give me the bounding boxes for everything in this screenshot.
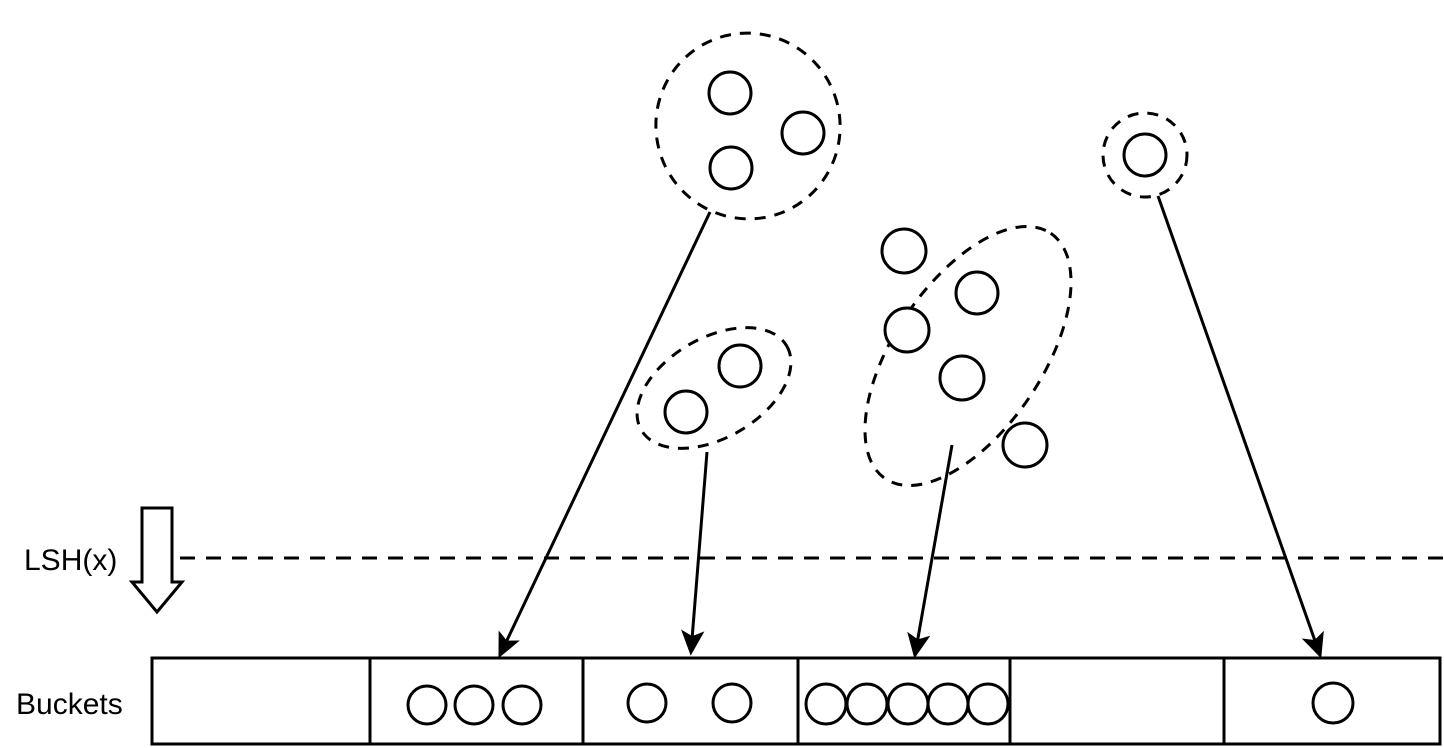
hash-line-layer bbox=[128, 506, 1444, 615]
data-point bbox=[707, 70, 753, 116]
data-point bbox=[954, 270, 1000, 316]
bucket-item bbox=[966, 682, 1010, 726]
bucket-6[interactable] bbox=[1311, 681, 1355, 725]
buckets-label: Buckets bbox=[16, 688, 123, 721]
bucket-item bbox=[406, 684, 448, 726]
down-block-arrow-icon bbox=[128, 506, 186, 615]
data-point bbox=[938, 354, 986, 402]
arrow-cluster3-to-bucket4 bbox=[907, 444, 954, 659]
bucket-item bbox=[845, 682, 889, 726]
small-middle-cluster-outline bbox=[635, 326, 793, 450]
arrow-cluster2-to-bucket3 bbox=[681, 451, 709, 656]
data-point bbox=[880, 227, 928, 275]
bucket-item bbox=[804, 682, 848, 726]
bucket-item bbox=[1311, 681, 1355, 725]
top-left-cluster-outline bbox=[654, 31, 842, 221]
bucket-4[interactable] bbox=[804, 682, 1010, 726]
data-point bbox=[1001, 421, 1049, 469]
data-point bbox=[883, 306, 931, 354]
mapping-arrows-layer bbox=[498, 195, 1324, 659]
bucket-item bbox=[453, 684, 495, 726]
data-point bbox=[1122, 132, 1168, 178]
bucket-item bbox=[501, 684, 543, 726]
large-right-cluster bbox=[863, 225, 1073, 487]
data-point bbox=[780, 110, 826, 156]
bucket-3[interactable] bbox=[626, 682, 753, 724]
lsh-function-label: LSH(x) bbox=[24, 544, 117, 577]
arrow-cluster4-to-bucket6 bbox=[1156, 195, 1324, 659]
bucket-item bbox=[626, 682, 668, 724]
data-point bbox=[717, 343, 763, 389]
top-left-cluster bbox=[654, 31, 842, 221]
data-point bbox=[708, 145, 754, 191]
data-point bbox=[663, 389, 709, 435]
small-middle-cluster bbox=[635, 326, 793, 450]
singleton-cluster bbox=[1101, 111, 1189, 199]
bucket-2[interactable] bbox=[406, 684, 543, 726]
singleton-cluster-outline bbox=[1101, 111, 1189, 199]
bucket-item bbox=[886, 682, 930, 726]
buckets-layer bbox=[150, 656, 1442, 746]
bucket-item bbox=[926, 682, 970, 726]
bucket-item bbox=[711, 682, 753, 724]
clusters-layer bbox=[635, 31, 1189, 487]
bucket-row-frame bbox=[150, 656, 1442, 746]
arrow-cluster1-to-bucket2 bbox=[498, 211, 712, 659]
